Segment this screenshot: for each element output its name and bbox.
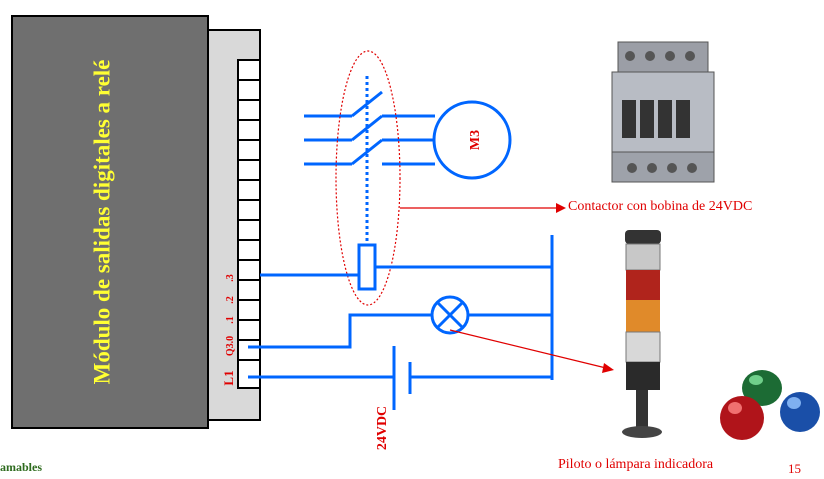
pin-label-3: .3 <box>225 274 236 282</box>
pin-label-2: .2 <box>225 296 236 304</box>
pilot-annotation: Piloto o lámpara indicadora <box>558 457 714 472</box>
three-phase-lines <box>304 114 352 166</box>
footer-text: amables <box>0 460 42 474</box>
contactor-highlight <box>335 50 401 306</box>
motor-symbol <box>432 100 512 180</box>
contactor-coil <box>357 243 377 291</box>
pin-label-1: .1 <box>225 316 236 324</box>
pin-label-q30: Q3.0 <box>225 336 236 356</box>
pilot-lamp-symbol <box>430 295 470 335</box>
pin-label-l1: L1 <box>221 370 236 385</box>
page-number: 15 <box>788 461 801 476</box>
module-front-panel <box>11 15 209 429</box>
terminal-block <box>237 59 261 389</box>
battery-symbol <box>392 346 412 410</box>
contactor-photo <box>611 41 715 183</box>
indicator-lenses-photo <box>720 370 820 440</box>
annotation-arrows <box>400 207 607 369</box>
signal-tower-photo <box>622 230 662 438</box>
contactor-arrowhead <box>556 203 566 213</box>
module-title: Módulo de salidas digitales a relé <box>89 60 114 385</box>
contactor-annotation: Contactor con bobina de 24VDC <box>568 199 753 214</box>
motor-label: M3 <box>468 130 483 150</box>
contactor-contacts <box>351 90 435 166</box>
output-wiring <box>248 235 554 380</box>
pilot-arrowhead <box>602 363 614 373</box>
supply-label: 24VDC <box>375 406 390 450</box>
